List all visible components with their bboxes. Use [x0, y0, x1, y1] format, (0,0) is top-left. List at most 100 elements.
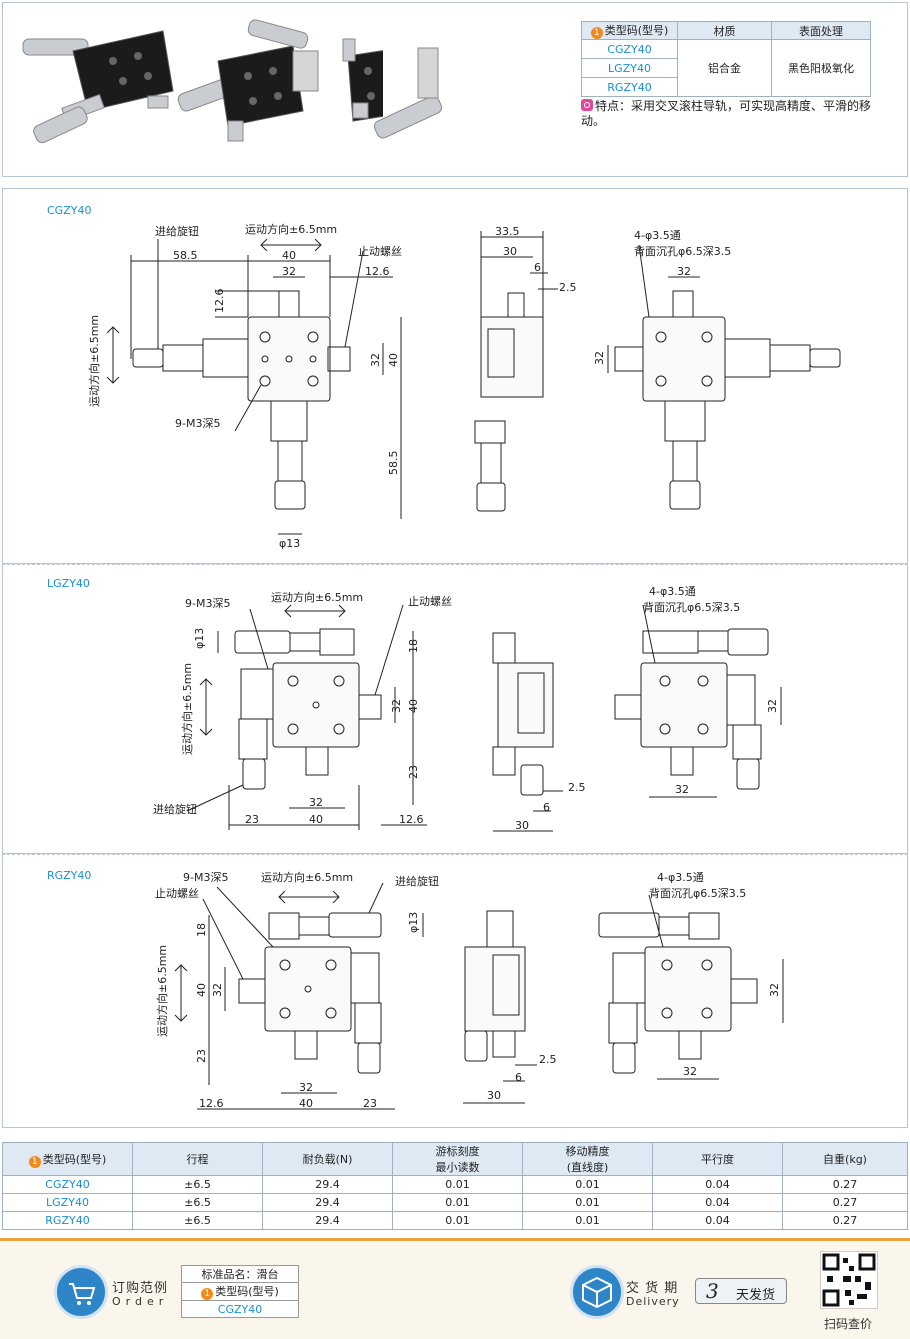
spec-material-cell: 铝合金 — [677, 39, 772, 97]
cell-parallel: 0.04 — [652, 1175, 783, 1194]
main-header-vernier: 游标刻度 最小读数 — [392, 1142, 523, 1176]
spec-header-surface: 表面处理 — [771, 21, 871, 40]
dim-phi13: φ13 — [279, 537, 300, 550]
order-std-name: 标准品名：滑台 — [181, 1265, 299, 1283]
dim-32r: 32 — [683, 1065, 697, 1078]
lgzy40-drawing-panel: LGZY40 — [2, 564, 908, 854]
cell-accuracy: 0.01 — [522, 1175, 653, 1194]
cell-weight: 0.27 — [782, 1175, 908, 1194]
spec-model-cell: LGZY40 — [581, 58, 678, 78]
section-title: LGZY40 — [47, 577, 90, 590]
section-title: RGZY40 — [47, 869, 92, 882]
delivery-text: 天发货 — [736, 1288, 776, 1303]
dim-6: 6 — [543, 801, 550, 814]
dim-2-5: 2.5 — [539, 1053, 557, 1066]
label-tap: 9-M3深5 — [183, 871, 228, 884]
cell-stroke: ±6.5 — [132, 1211, 263, 1230]
dim-32v: 32 — [390, 699, 403, 713]
spec-model-cell: CGZY40 — [581, 39, 678, 59]
dim-phi13: φ13 — [193, 628, 206, 649]
dim-32: 32 — [309, 796, 323, 809]
dim-23: 23 — [363, 1097, 377, 1110]
section-title: CGZY40 — [47, 204, 92, 217]
feature-note: 特点：采用交叉滚柱导轨，可实现高精度、平滑的移动。 — [581, 99, 872, 128]
dim-32rv: 32 — [593, 351, 606, 365]
dim-32v: 32 — [211, 983, 224, 997]
order-title-cn: 订购范例 — [112, 1281, 169, 1296]
dim-30: 30 — [515, 819, 529, 832]
main-header-accuracy: 移动精度 (直线度) — [522, 1142, 653, 1176]
label-stop-screw: 止动螺丝 — [408, 595, 452, 608]
cell-accuracy: 0.01 — [522, 1193, 653, 1212]
feature-icon — [581, 99, 593, 111]
label-tap: 9-M3深5 — [185, 597, 230, 610]
label-counterbore: 背面沉孔φ6.5深3.5 — [649, 886, 746, 900]
dim-32r: 32 — [675, 783, 689, 796]
label-motion-dir: 运动方向±6.5mm — [245, 222, 337, 236]
dim-12-6: 12.6 — [365, 265, 390, 278]
dim-6: 6 — [515, 1071, 522, 1084]
spec-model-cell: RGZY40 — [581, 77, 678, 97]
dim-32: 32 — [299, 1081, 313, 1094]
cgzy40-drawing-panel: CGZY40 — [2, 188, 908, 564]
label-motion-dir: 运动方向±6.5mm — [261, 870, 353, 884]
dim-12-6: 12.6 — [399, 813, 424, 826]
photo-cgzy40 — [22, 30, 174, 144]
label-motion-dir: 运动方向±6.5mm — [271, 590, 363, 604]
dim-40: 40 — [309, 813, 323, 826]
table-row: RGZY40 ±6.5 29.4 0.01 0.01 0.04 0.27 — [2, 1211, 908, 1230]
cell-model: LGZY40 — [2, 1193, 133, 1212]
cell-parallel: 0.04 — [652, 1193, 783, 1212]
order-title-en: Order — [112, 1295, 169, 1308]
dim-32v: 32 — [369, 353, 382, 367]
cell-model: CGZY40 — [2, 1175, 133, 1194]
dim-phi13: φ13 — [407, 912, 420, 933]
cart-icon — [54, 1265, 108, 1319]
table-row: CGZY40 ±6.5 29.4 0.01 0.01 0.04 0.27 — [2, 1175, 908, 1194]
delivery-title-cn: 交 货 期 — [626, 1281, 679, 1296]
label-through-hole: 4-φ3.5通 — [657, 871, 704, 884]
rgzy40-drawing-panel: RGZY40 — [2, 854, 908, 1128]
dim-2-5: 2.5 — [568, 781, 586, 794]
dim-40v: 40 — [195, 983, 208, 997]
dim-32: 32 — [282, 265, 296, 278]
main-header-weight: 自重(kg) — [782, 1142, 908, 1176]
dim-40: 40 — [299, 1097, 313, 1110]
dim-32rv: 32 — [768, 983, 781, 997]
delivery-title-en: Delivery — [626, 1295, 680, 1308]
dim-23: 23 — [245, 813, 259, 826]
dim-2-5: 2.5 — [559, 281, 577, 294]
label-motion-vertical: 运动方向±6.5mm — [87, 315, 101, 407]
dim-40: 40 — [282, 249, 296, 262]
label-through-hole: 4-φ3.5通 — [634, 229, 681, 242]
cell-accuracy: 0.01 — [522, 1211, 653, 1230]
label-counterbore: 背面沉孔φ6.5深3.5 — [643, 600, 740, 614]
cell-vernier: 0.01 — [392, 1175, 523, 1194]
delivery-icon — [570, 1265, 624, 1319]
dim-30: 30 — [503, 245, 517, 258]
dim-23v: 23 — [407, 765, 420, 779]
photo-lgzy40 — [177, 19, 319, 142]
product-photos — [22, 19, 383, 144]
cell-load: 29.4 — [262, 1211, 393, 1230]
main-header-load: 耐负载(N) — [262, 1142, 393, 1176]
dim-18: 18 — [195, 923, 208, 937]
label-motion-vertical: 运动方向±6.5mm — [180, 663, 194, 755]
cell-parallel: 0.04 — [652, 1211, 783, 1230]
cell-vernier: 0.01 — [392, 1193, 523, 1212]
label-through-hole: 4-φ3.5通 — [649, 585, 696, 598]
label-feed-knob: 进给旋钮 — [155, 224, 199, 238]
rgzy40-drawing: 18 40 32 23 φ13 32 12.6 40 23 9-M3深5 运动方… — [155, 870, 784, 1110]
cgzy40-drawing: 58.5 40 32 12.6 12.6 32 40 58.5 φ13 进给旋钮… — [87, 222, 841, 550]
spec-header-material: 材质 — [677, 21, 772, 40]
dim-12-6: 12.6 — [199, 1097, 224, 1110]
cell-weight: 0.27 — [782, 1193, 908, 1212]
qr-code-icon — [820, 1251, 878, 1309]
